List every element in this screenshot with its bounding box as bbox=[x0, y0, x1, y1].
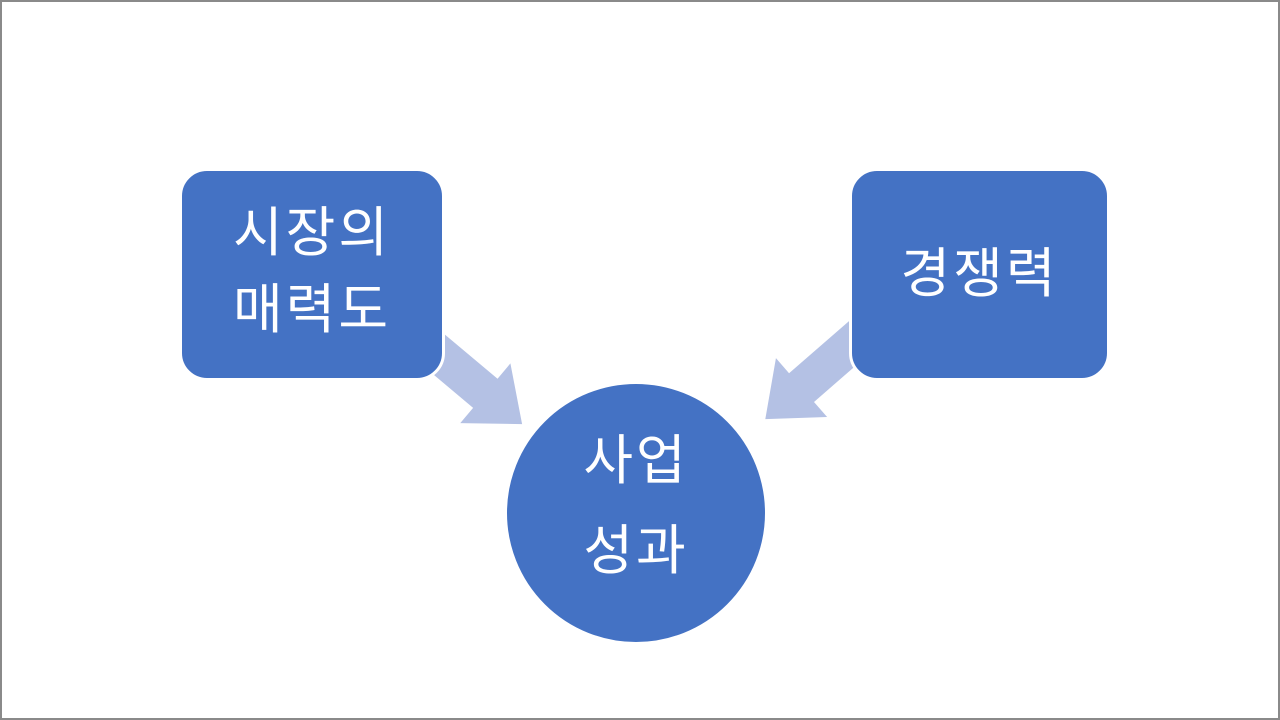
business-outcome-circle: 사업 성과 bbox=[504, 381, 768, 645]
business-outcome-label-line1: 사업 bbox=[583, 431, 689, 491]
competitiveness-label: 경쟁력 bbox=[900, 244, 1059, 304]
market-attractiveness-box: 시장의 매력도 bbox=[179, 168, 445, 381]
market-attractiveness-label-line1: 시장의 bbox=[232, 202, 392, 263]
competitiveness-box: 경쟁력 bbox=[849, 168, 1110, 381]
business-outcome-label-line2: 성과 bbox=[583, 521, 689, 581]
market-attractiveness-label-line2: 매력도 bbox=[232, 279, 392, 340]
